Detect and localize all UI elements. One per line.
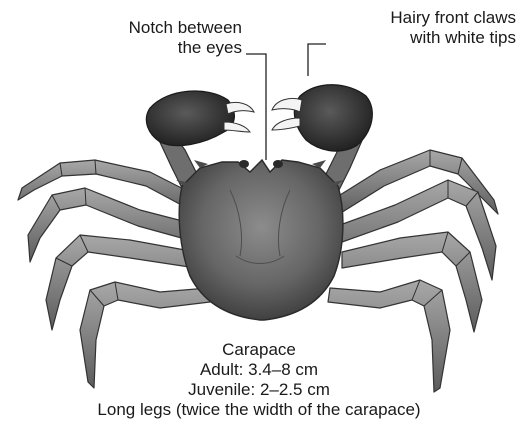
carapace-label-title: Carapace xyxy=(0,340,518,360)
right-eye xyxy=(273,160,283,168)
claws-label-line-2: with white tips xyxy=(320,28,516,48)
notch-label-line-1: Notch between xyxy=(70,18,242,38)
left-eye xyxy=(239,160,249,168)
carapace-label: Carapace Adult: 3.4–8 cm Juvenile: 2–2.5… xyxy=(0,340,518,420)
right-claw xyxy=(272,85,372,151)
carapace-label-adult: Adult: 3.4–8 cm xyxy=(0,360,518,380)
left-claw xyxy=(146,91,254,146)
claws-label: Hairy front claws with white tips xyxy=(320,8,516,48)
notch-label: Notch between the eyes xyxy=(70,18,242,58)
notch-label-line-2: the eyes xyxy=(70,38,242,58)
left-leg-3 xyxy=(46,235,196,330)
carapace-label-legs: Long legs (twice the width of the carapa… xyxy=(0,400,518,420)
claws-leader-line xyxy=(308,44,326,76)
carapace-label-juvenile: Juvenile: 2–2.5 cm xyxy=(0,380,518,400)
claws-label-line-1: Hairy front claws xyxy=(320,8,516,28)
